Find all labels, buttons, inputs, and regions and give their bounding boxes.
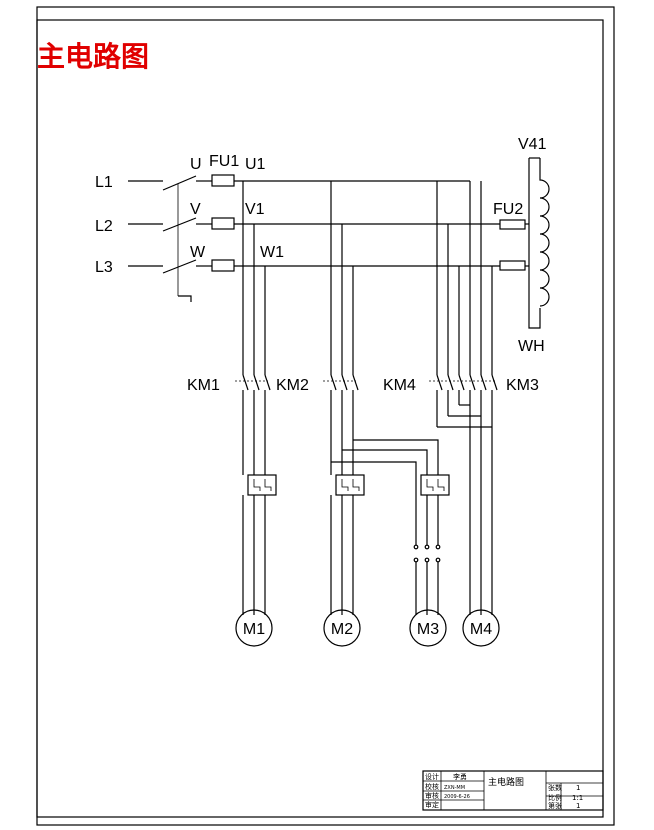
overload-relay-3 <box>420 474 450 496</box>
title-block: 设计 校核 审核 审定 李勇 ZXN-MM 2009-6-26 主电路图 张数 … <box>422 770 604 811</box>
transformer-label-bottom: WH <box>518 338 545 355</box>
terminal-label-v1: V1 <box>245 201 265 218</box>
contacts-km2 <box>323 374 359 391</box>
fuse-fu1: FU1 <box>209 153 239 272</box>
km4-km3-output <box>436 390 493 615</box>
contacts-km1 <box>235 374 271 391</box>
tb-scale-value: 1:1 <box>572 794 583 802</box>
contactor-label-km2: KM2 <box>276 377 309 394</box>
drops-km1 <box>242 181 266 375</box>
contactor-label-km4: KM4 <box>383 377 416 394</box>
tb-page-value: 1 <box>576 802 580 810</box>
motor-m3: M3 <box>409 609 447 647</box>
motor-label-m2: M2 <box>331 621 353 638</box>
contacts-km4-km3 <box>429 374 498 391</box>
line-label-l1: L1 <box>95 174 113 191</box>
tb-sheet-value: 1 <box>576 784 580 792</box>
motor-m4: M4 <box>462 609 500 647</box>
motor-label-m3: M3 <box>417 621 439 638</box>
phase-label-w: W <box>190 244 206 261</box>
tb-value-review: 2009-6-26 <box>444 794 470 800</box>
m3-branch <box>413 474 450 615</box>
inner-frame <box>36 19 604 818</box>
tb-scale-label: 比例 <box>548 793 562 802</box>
phase-label-u: U <box>190 156 202 173</box>
drops-km4-km3 <box>436 181 493 375</box>
isolator-blade-3 <box>162 259 197 274</box>
contactor-label-km1: KM1 <box>187 377 220 394</box>
line-label-l3: L3 <box>95 259 113 276</box>
terminal-label-u1: U1 <box>245 156 266 173</box>
line-label-l2: L2 <box>95 218 113 235</box>
transformer-label-top: V41 <box>518 136 547 153</box>
fuse-fu2: FU2 <box>493 201 529 271</box>
tb-drawing-name: 主电路图 <box>488 776 524 788</box>
motor-label-m4: M4 <box>470 621 492 638</box>
contactor-label-km3: KM3 <box>506 377 539 394</box>
page-title: 主电路图 <box>37 40 149 73</box>
motor-label-m1: M1 <box>243 621 265 638</box>
motor-m1: M1 <box>235 609 273 647</box>
transformer-coil: V41 WH <box>518 136 550 355</box>
supply-lines: L1 L2 L3 U V W <box>95 156 212 302</box>
km1-output <box>242 390 277 615</box>
tb-label-approve: 审定 <box>425 800 439 809</box>
isolator-blade-2 <box>162 217 197 232</box>
motor-m2: M2 <box>323 609 361 647</box>
outer-border <box>36 6 615 826</box>
km2-output <box>330 390 439 615</box>
tb-label-review: 审核 <box>425 791 439 800</box>
fuse-fu1-label: FU1 <box>209 153 239 170</box>
overload-relay-2 <box>335 474 365 496</box>
tb-label-design: 设计 <box>425 772 439 781</box>
tb-value-design: 李勇 <box>453 772 467 781</box>
tb-label-check: 校核 <box>425 782 439 791</box>
terminal-label-w1: W1 <box>260 244 284 261</box>
drops-km2 <box>330 181 354 375</box>
tb-sheet-label: 张数 <box>548 783 562 792</box>
bus-bars <box>234 180 500 267</box>
fuse-fu2-label: FU2 <box>493 201 523 218</box>
overload-relay-1 <box>247 474 277 496</box>
tb-value-check: ZXN-MM <box>444 785 465 791</box>
tb-page-label: 第张 <box>548 801 562 810</box>
phase-label-v: V <box>190 201 201 218</box>
isolator-blade-1 <box>162 175 197 191</box>
